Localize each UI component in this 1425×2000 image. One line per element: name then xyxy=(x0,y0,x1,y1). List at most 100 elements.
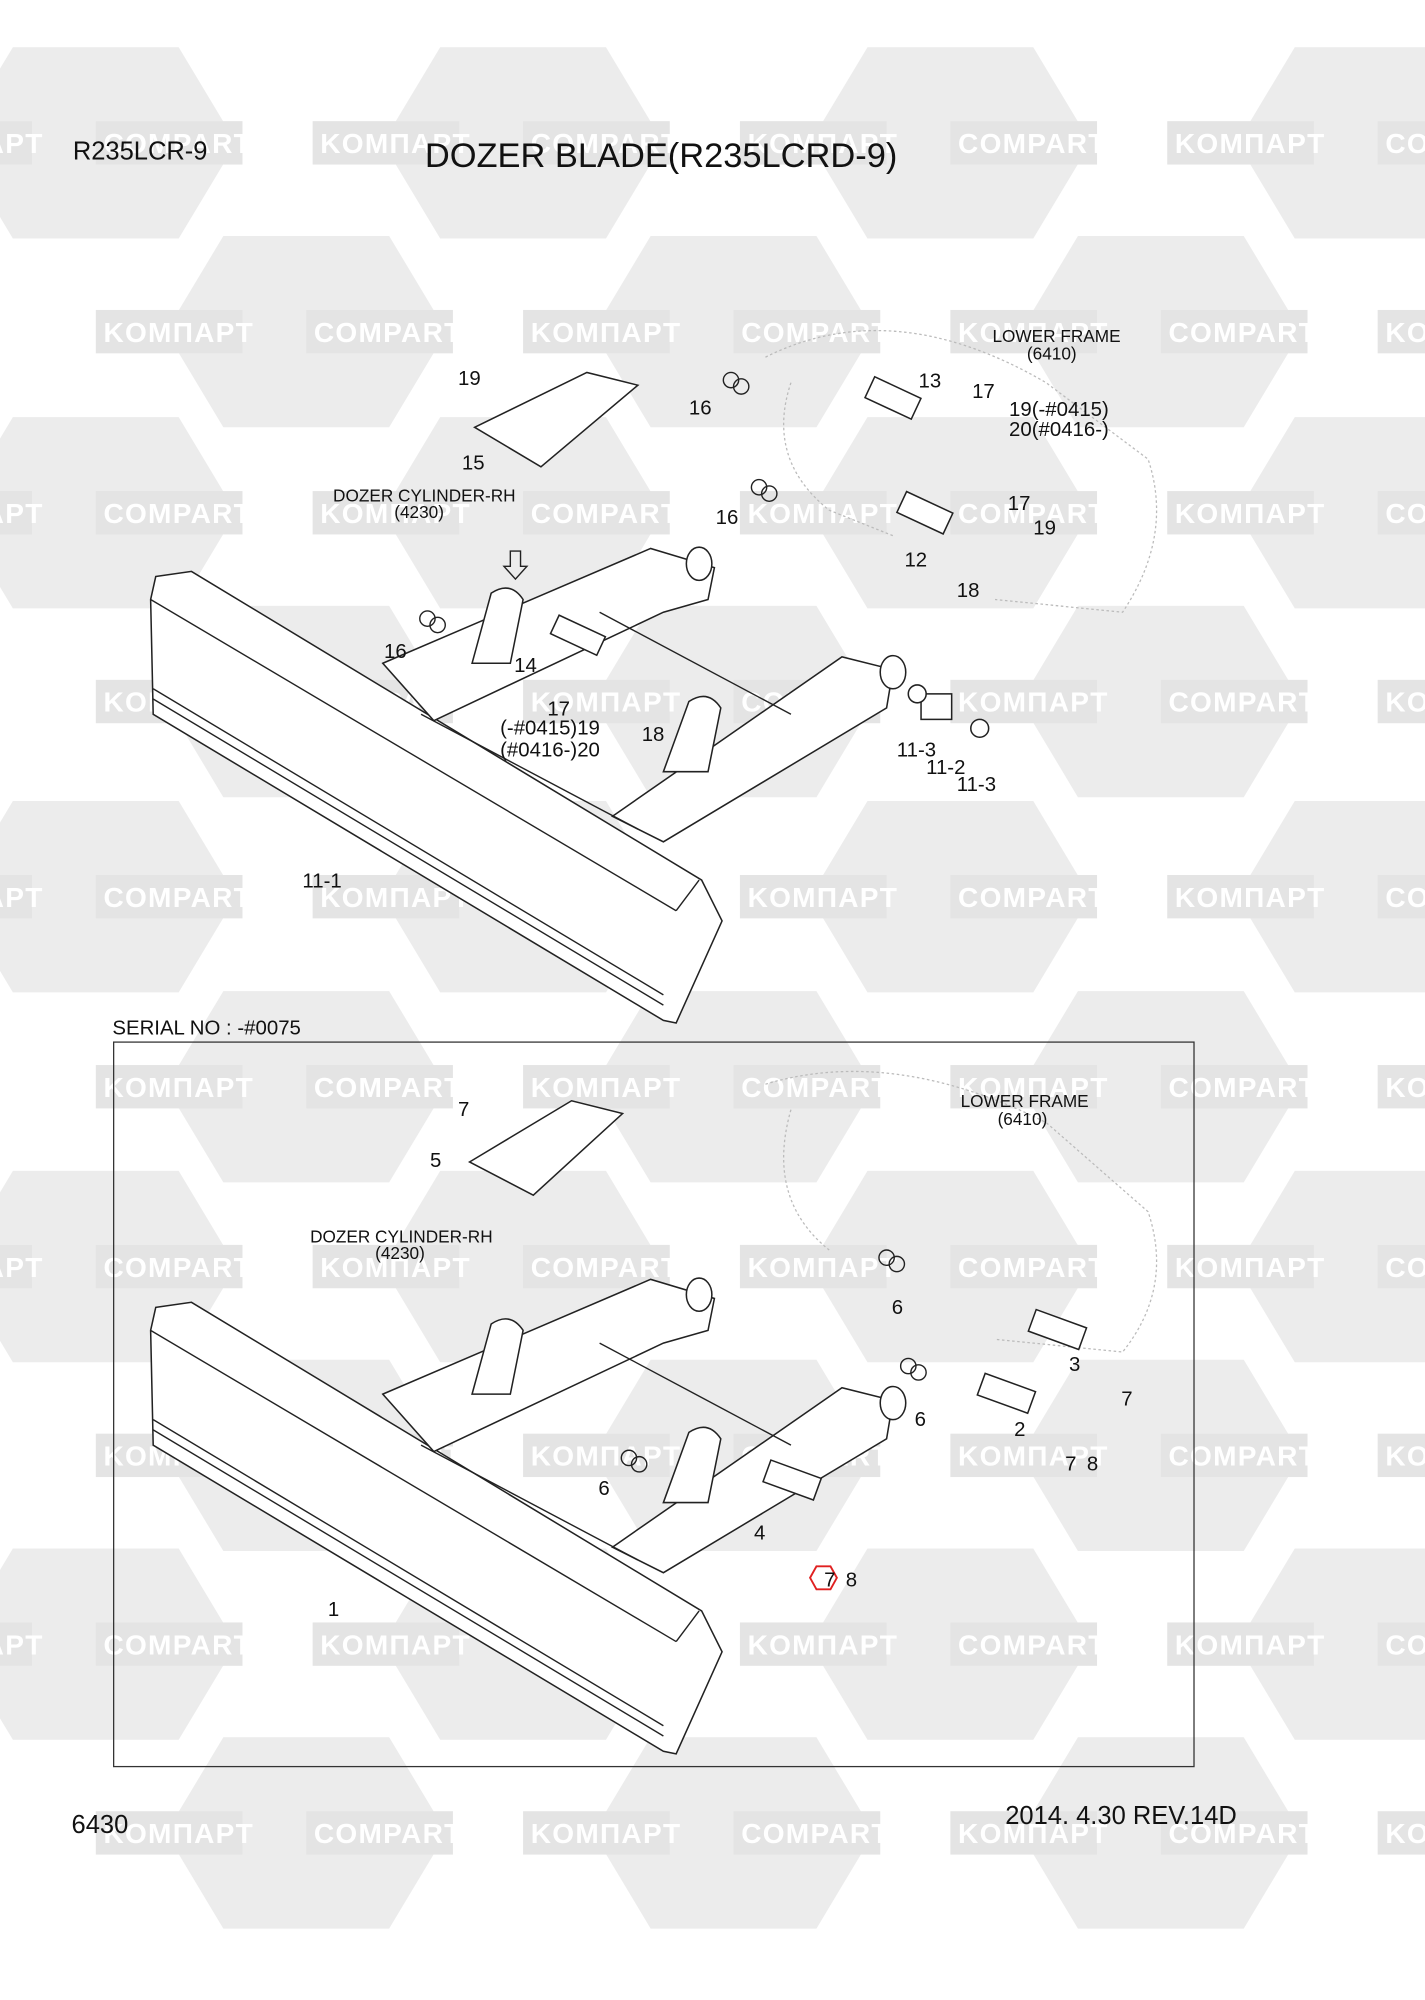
callout: 16 xyxy=(689,398,712,420)
watermark-text: COMPART xyxy=(531,498,680,529)
watermark-text: KOMПAPT xyxy=(1175,1252,1326,1283)
callout: 17 xyxy=(1008,493,1031,515)
callout: 17 xyxy=(972,381,995,403)
watermark-text: KOMПAPT xyxy=(103,317,254,348)
watermark-band xyxy=(1377,1433,1425,1478)
model-name: R235LCR-9 xyxy=(73,137,208,165)
watermark-band xyxy=(523,309,670,354)
lower-frame-ref: (6410) xyxy=(1027,344,1077,364)
callout: 17 xyxy=(547,699,570,721)
watermark-band xyxy=(95,1065,243,1109)
callout: 11-1 xyxy=(302,871,341,893)
watermark-text: KOMПAPT xyxy=(1385,687,1425,718)
watermark-band xyxy=(312,1622,460,1666)
watermark-text: KOMПAPT xyxy=(531,1818,682,1849)
watermark-band xyxy=(1160,309,1308,354)
watermark-text: COMPART xyxy=(103,1252,252,1283)
watermark-text: KOMПAPT xyxy=(103,1072,254,1103)
watermark-text: COMPART xyxy=(531,128,680,159)
watermark-text: KOMПAPT xyxy=(0,498,44,529)
watermark-hexagon-icon xyxy=(1020,1359,1302,1552)
watermark-hexagon-icon xyxy=(1020,605,1302,798)
watermark-text: KOMПAPT xyxy=(748,1252,899,1283)
watermark-text: COMPART xyxy=(1385,1629,1425,1660)
callout: 4 xyxy=(754,1523,765,1545)
watermark-text: KOMПAPT xyxy=(0,1252,44,1283)
watermark-band xyxy=(306,1065,453,1109)
watermark-text: COMPART xyxy=(958,498,1107,529)
watermark-band xyxy=(1377,1622,1425,1666)
lower-frame-label: LOWER FRAME xyxy=(992,326,1120,346)
watermark-band xyxy=(950,1244,1098,1289)
callout: 19 xyxy=(458,368,481,390)
watermark-text: KOMПAPT xyxy=(0,128,44,159)
callout: 19 xyxy=(1033,517,1056,539)
callout: 7 xyxy=(458,1099,469,1121)
callout: 19(-#0415) xyxy=(1009,399,1109,421)
callout: 1 xyxy=(328,1599,339,1621)
callout: 15 xyxy=(462,452,485,474)
highlighted-callout[interactable]: 7 xyxy=(824,1570,835,1592)
watermark-band xyxy=(306,1811,453,1855)
watermark-text: KOMПAPT xyxy=(320,498,471,529)
callout: 18 xyxy=(957,580,980,602)
watermark-band xyxy=(1160,1065,1308,1109)
watermark-text: KOMПAPT xyxy=(1175,1629,1326,1660)
watermark-band xyxy=(1167,1622,1314,1666)
watermark-band xyxy=(950,875,1098,919)
watermark-band xyxy=(1377,121,1425,165)
watermark-band xyxy=(1377,1811,1425,1855)
watermark-band xyxy=(523,1811,670,1855)
watermark-band xyxy=(0,491,33,535)
watermark-band xyxy=(739,121,887,165)
watermark-text: KOMПAPT xyxy=(1385,1072,1425,1103)
callout: 16 xyxy=(716,507,739,529)
watermark-text: COMPART xyxy=(1168,687,1317,718)
watermark-band xyxy=(523,121,670,165)
watermark-text: KOMПAPT xyxy=(748,882,899,913)
watermark-band xyxy=(1377,679,1425,724)
watermark-band xyxy=(95,1811,243,1855)
callout: (-#0415)19 xyxy=(500,718,600,740)
watermark-text: COMPART xyxy=(1168,1818,1317,1849)
watermark-text: COMPART xyxy=(314,317,463,348)
watermark-band xyxy=(739,1622,887,1666)
upper-blade-assembly xyxy=(149,371,990,1024)
watermark-text: COMPART xyxy=(1168,1441,1317,1472)
watermark-band xyxy=(523,1065,670,1109)
watermark-band xyxy=(523,679,670,724)
watermark-hexagon-icon xyxy=(1020,991,1302,1183)
callout: 13 xyxy=(918,371,941,393)
watermark-band xyxy=(950,491,1098,535)
watermark-band xyxy=(1377,1244,1425,1289)
dozer-cylinder-label: DOZER CYLINDER-RH xyxy=(333,485,516,505)
watermark-text: COMPART xyxy=(741,1818,890,1849)
watermark-band xyxy=(95,1244,243,1289)
watermark-text: KOMПAPT xyxy=(958,1441,1109,1472)
callout: 6 xyxy=(892,1297,903,1319)
watermark-band xyxy=(312,1244,460,1289)
watermark-text: KOMПAPT xyxy=(0,1629,44,1660)
watermark-text: COMPART xyxy=(1168,317,1317,348)
watermark-text: COMPART xyxy=(103,882,252,913)
watermark-text: KOMПAPT xyxy=(531,317,682,348)
callout: 6 xyxy=(915,1409,926,1431)
callout: 3 xyxy=(1069,1354,1080,1376)
watermark-text: KOMПAPT xyxy=(531,687,682,718)
watermark-text: KOMПAPT xyxy=(531,1441,682,1472)
callout: 16 xyxy=(384,641,407,663)
watermark-text: KOMПAPT xyxy=(1385,1818,1425,1849)
watermark-hexagon-icon xyxy=(1237,417,1425,609)
watermark-band xyxy=(0,1622,33,1666)
watermark-text: KOMПAPT xyxy=(958,1818,1109,1849)
callout: 8 xyxy=(846,1570,857,1592)
callout: 7 xyxy=(1121,1389,1132,1411)
watermark-band xyxy=(950,1065,1098,1109)
watermark-band xyxy=(95,1622,243,1666)
lower-frame-ref: (6410) xyxy=(998,1109,1048,1129)
watermark-band xyxy=(1377,1065,1425,1109)
watermark-band xyxy=(95,309,243,354)
watermark-band xyxy=(312,121,460,165)
watermark-hexagon-icon xyxy=(1020,1737,1302,1929)
watermark-band xyxy=(739,1244,887,1289)
